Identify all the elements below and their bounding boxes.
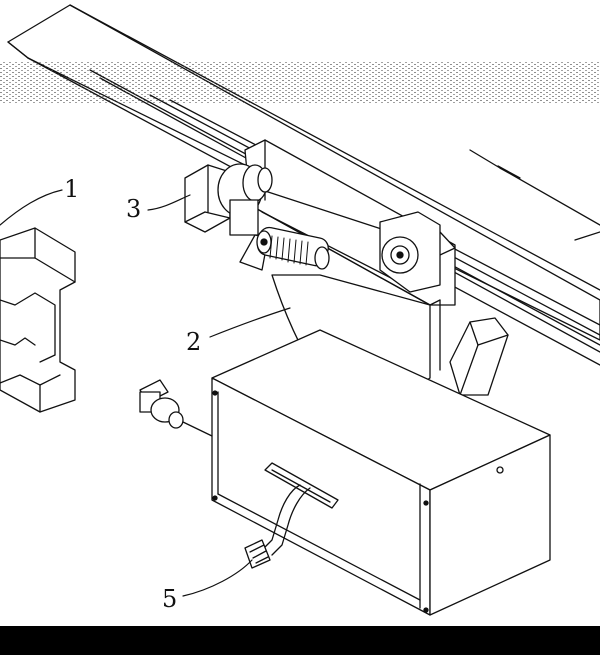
- drive-motor: [185, 164, 272, 235]
- leader-lines: [0, 190, 290, 596]
- drive-belt: [262, 190, 440, 292]
- part-label-3: 3: [126, 195, 141, 223]
- spring-roller: [240, 226, 330, 270]
- scan-noise-band: [0, 62, 600, 104]
- aluminum-profile: [0, 228, 75, 412]
- bottom-black-bar: [0, 626, 600, 655]
- box-housing: [212, 330, 550, 615]
- left-cylinder: [140, 380, 212, 436]
- side-bracket: [450, 318, 508, 395]
- part-label-5: 5: [162, 585, 177, 613]
- part-label-2: 2: [186, 328, 201, 356]
- part-label-1: 1: [64, 175, 79, 203]
